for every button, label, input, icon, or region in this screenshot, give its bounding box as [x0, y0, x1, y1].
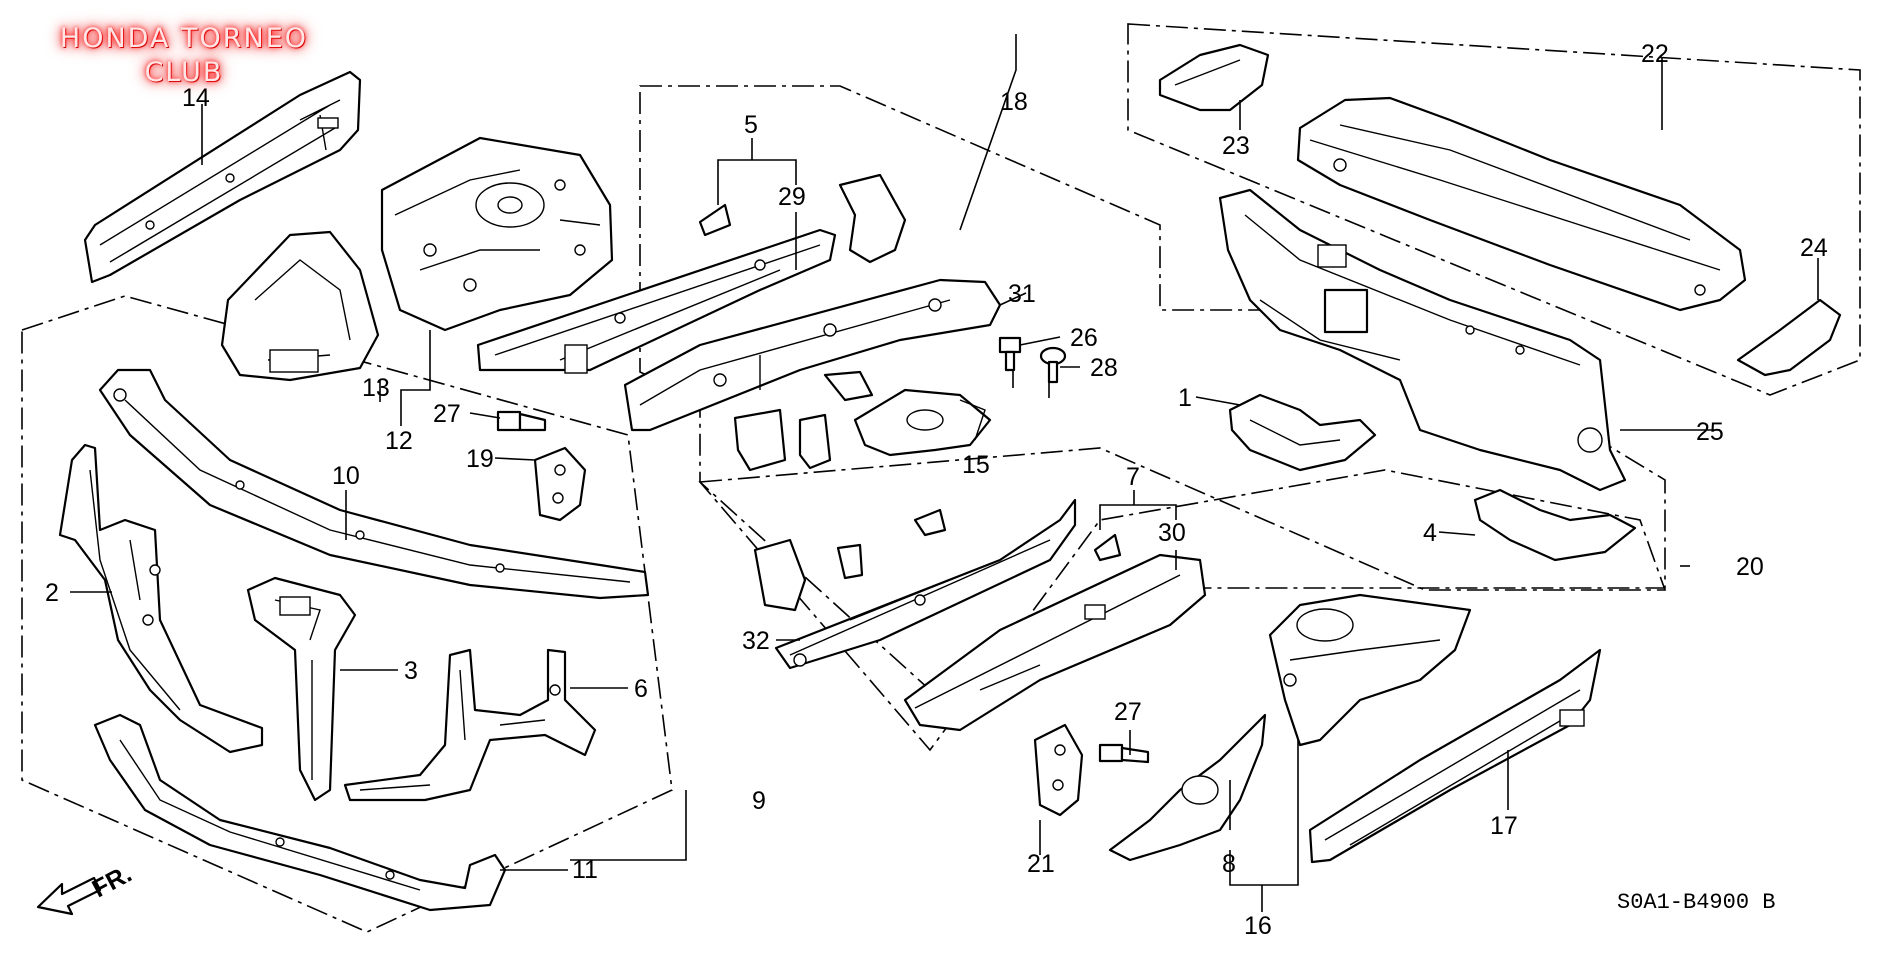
- group-outline-9: [21, 295, 673, 933]
- part-28-bolt: [1039, 346, 1067, 384]
- callout-22: 22: [1641, 40, 1669, 68]
- group-outline-20: [698, 447, 1667, 752]
- part-2-side-frame: [58, 443, 264, 754]
- part-13-wheelhouse: [220, 230, 380, 382]
- callout-29: 29: [778, 183, 806, 211]
- callout-7: 7: [1126, 463, 1140, 491]
- callout-8: 8: [1222, 850, 1236, 878]
- part-17-side-rail: [1308, 648, 1602, 864]
- callout-15: 15: [962, 451, 990, 479]
- callout-6: 6: [634, 675, 648, 703]
- part-27-bolt-left: [496, 410, 547, 432]
- part-29-front-frame: [476, 228, 837, 374]
- callout-26: 26: [1070, 324, 1098, 352]
- part-12-strut-tower: [380, 136, 614, 332]
- part-23-bracket: [1158, 43, 1270, 112]
- part-1-bracket: [1228, 393, 1377, 472]
- callout-23: 23: [1222, 132, 1250, 160]
- part-14-rail: [83, 70, 362, 284]
- part-26-bolt: [998, 336, 1022, 372]
- callout-18: 18: [1000, 88, 1028, 116]
- callout-13: 13: [362, 374, 390, 402]
- watermark-line-1: HONDA TORNEO: [59, 23, 309, 54]
- callout-2: 2: [45, 579, 59, 607]
- part-11-lower-crossmember: [93, 713, 507, 912]
- part-16-strut-housing: [1268, 593, 1472, 747]
- part-8-bracket: [1108, 713, 1267, 862]
- part-22-upper-dashboard: [1296, 96, 1747, 312]
- callout-1: 1: [1178, 384, 1192, 412]
- callout-5: 5: [744, 111, 758, 139]
- part-21-plate: [1033, 723, 1084, 817]
- part-3-center-stay: [246, 576, 357, 802]
- callout-31: 31: [1008, 280, 1036, 308]
- diagram-code: S0A1-B4900 B: [1617, 890, 1775, 915]
- callout-labels: 1 2 3 4 5 6 7 8 9 10 11 12 13 14 15 16 1…: [45, 40, 1828, 940]
- part-19-plate: [533, 446, 587, 522]
- part-4-bracket: [1473, 488, 1637, 562]
- part-6-side-bracket: [343, 648, 597, 802]
- callout-30: 30: [1158, 519, 1186, 547]
- part-25-dashboard: [1218, 188, 1627, 492]
- callout-27b: 27: [1114, 698, 1142, 726]
- group-outline-22: [1127, 23, 1861, 396]
- part-15-mount: [853, 388, 992, 457]
- callout-10: 10: [332, 462, 360, 490]
- part-27-bolt-right: [1098, 743, 1150, 764]
- club-watermark: HONDA TORNEO CLUB: [14, 22, 354, 90]
- callout-11: 11: [572, 856, 598, 884]
- callout-24: 24: [1800, 234, 1828, 262]
- callout-17: 17: [1490, 812, 1518, 840]
- part-31-front-frame: [623, 173, 1002, 472]
- direction-label: FR.: [88, 860, 137, 904]
- callout-9: 9: [752, 787, 766, 815]
- watermark-line-2: CLUB: [144, 57, 224, 88]
- callout-20: 20: [1736, 553, 1764, 581]
- callout-12: 12: [385, 427, 413, 455]
- callout-14: 14: [182, 84, 210, 112]
- part-24-bracket: [1736, 298, 1842, 377]
- callout-27a: 27: [433, 400, 461, 428]
- part-32-rear-frame: [753, 498, 1077, 670]
- front-direction-arrow-icon: [36, 876, 102, 916]
- callout-32: 32: [742, 627, 770, 655]
- callout-16: 16: [1244, 912, 1272, 940]
- callout-21: 21: [1027, 850, 1055, 878]
- part-10-upper-support: [98, 368, 650, 600]
- callout-25: 25: [1696, 418, 1724, 446]
- part-30-rear-frame: [903, 533, 1207, 732]
- callout-3: 3: [404, 657, 418, 685]
- callout-28: 28: [1090, 354, 1118, 382]
- callout-19: 19: [466, 445, 494, 473]
- leader-lines: [70, 34, 1819, 912]
- callout-4: 4: [1423, 519, 1437, 547]
- part-5-bracket: [698, 203, 732, 237]
